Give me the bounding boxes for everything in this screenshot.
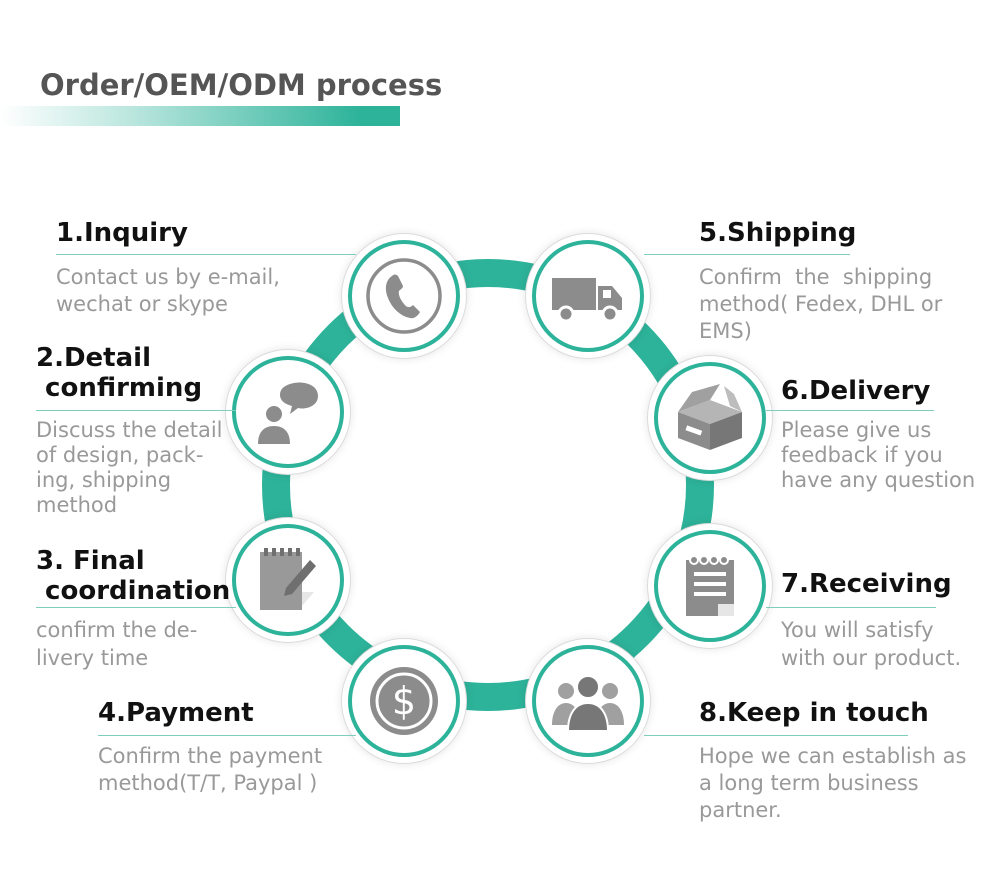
chat-person-icon [258,382,318,444]
step-6-description: Please give us feedback if you have any … [781,418,976,492]
step-7-divider [766,607,936,608]
step-4-divider [98,735,356,736]
title-underline-bar [0,106,400,126]
step-4-title: 4.Payment [98,698,254,728]
step-5-divider [644,254,850,255]
svg-text:$: $ [392,679,416,723]
step-4-description: Confirm the payment method(T/T, Paypal ) [98,744,323,795]
step-5-node [532,240,644,352]
step-7-node [654,530,766,642]
step-6-node [654,362,766,474]
page-title: Order/OEM/ODM process [40,68,443,102]
step-1-description: Contact us by e-mail, wechat or skype [56,265,280,316]
step-1-divider [56,254,356,255]
step-2-divider [36,410,236,411]
step-8-title: 8.Keep in touch [699,698,929,728]
step-3-title: 3. Final coordination [36,546,231,606]
step-4-node: $ [348,645,460,757]
people-group-icon [552,675,624,732]
receipt-icon [686,555,734,616]
step-8-node [532,645,644,757]
notepad-pencil-icon [260,548,316,610]
step-6-title: 6.Delivery [781,376,931,406]
step-2-description: Discuss the detail of design, pack- ing,… [36,418,223,517]
step-3-divider [36,607,236,608]
step-1-node [348,240,460,352]
open-box-icon [678,384,742,450]
step-8-divider [644,735,908,736]
step-3-description: confirm the de- livery time [36,618,198,670]
step-7-title: 7.Receiving [781,569,952,599]
step-5-description: Confirm the shipping method( Fedex, DHL … [699,265,943,343]
step-6-divider [766,410,934,411]
step-5-title: 5.Shipping [699,218,857,248]
truck-icon [552,278,622,323]
step-2-title: 2.Detail confirming [36,343,203,403]
step-7-description: You will satisfy with our product. [781,618,962,670]
dollar-coin-icon: $ [370,667,438,735]
step-1-title: 1.Inquiry [56,218,188,248]
step-2-node [232,356,344,468]
phone-icon [366,258,442,334]
step-3-node [232,524,344,636]
step-8-description: Hope we can establish as a long term bus… [699,744,967,822]
